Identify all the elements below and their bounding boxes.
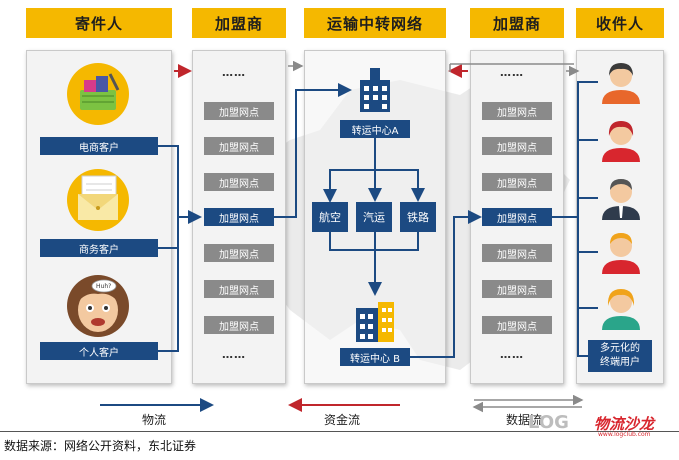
header-network: 运输中转网络	[304, 8, 446, 38]
franchise-right-outlet: 加盟网点	[482, 102, 552, 120]
mode-road: 汽运	[356, 202, 392, 232]
franchise-left-outlet: 加盟网点	[204, 102, 274, 120]
franchise-right-outlet-active: 加盟网点	[482, 208, 552, 226]
franchise-left-outlet-active: 加盟网点	[204, 208, 274, 226]
mode-rail: 铁路	[400, 202, 436, 232]
receiver-person-icon	[602, 233, 640, 274]
envelope-icon	[67, 169, 129, 231]
franchise-left-outlet: 加盟网点	[204, 244, 274, 262]
mode-air: 航空	[312, 202, 348, 232]
legend-logistics: 物流	[142, 413, 167, 427]
receiver-diverse-users: 多元化的 终端用户	[588, 340, 652, 372]
franchise-right-outlet: 加盟网点	[482, 316, 552, 334]
watermark-sub: www.logclub.com	[598, 431, 651, 438]
hub-a-building-icon	[360, 68, 390, 112]
hub-a-label: 转运中心A	[340, 120, 410, 138]
franchise-right-outlet: 加盟网点	[482, 244, 552, 262]
header-franchise-right: 加盟商	[470, 8, 564, 38]
source-note: 数据来源：网络公开资料，东北证券	[4, 439, 197, 453]
legend-data: 数据流	[506, 413, 543, 427]
shopping-basket-icon	[67, 63, 129, 125]
sender-personal-label: 个人客户	[40, 342, 158, 360]
franchise-left-outlet: 加盟网点	[204, 316, 274, 334]
franchise-right-outlet: 加盟网点	[482, 137, 552, 155]
watermark-main: 物流沙龙	[594, 415, 655, 433]
receiver-diverse-line1: 多元化的	[600, 343, 640, 354]
header-receiver: 收件人	[576, 8, 664, 38]
watermark-mark: LOG	[528, 412, 569, 433]
receiver-diverse-line2: 终端用户	[600, 357, 640, 368]
franchise-right-outlet: 加盟网点	[482, 173, 552, 191]
receiver-person-icon	[602, 121, 640, 162]
franchise-right-ellipsis-top: ……	[500, 66, 524, 79]
person-face-icon: Huh?	[67, 275, 129, 337]
franchise-left-outlet: 加盟网点	[204, 137, 274, 155]
hub-b-label: 转运中心 B	[340, 348, 410, 366]
header-sender: 寄件人	[26, 8, 172, 38]
franchise-left-ellipsis-top: ……	[222, 66, 246, 79]
sender-business-label: 商务客户	[40, 239, 158, 257]
franchise-left-ellipsis-bottom: ……	[222, 348, 246, 361]
receiver-person-icon	[602, 289, 640, 330]
franchise-right-outlet: 加盟网点	[482, 280, 552, 298]
speech-bubble-text: Huh?	[96, 283, 111, 290]
receiver-person-icon	[602, 63, 640, 104]
franchise-right-ellipsis-bottom: ……	[500, 348, 524, 361]
sender-ecommerce-label: 电商客户	[40, 137, 158, 155]
receiver-person-icon	[602, 179, 640, 220]
legend-funds: 资金流	[324, 413, 361, 427]
franchise-left-outlet: 加盟网点	[204, 280, 274, 298]
hub-b-building-icon	[356, 302, 394, 342]
footer-divider	[0, 431, 679, 432]
franchise-left-outlet: 加盟网点	[204, 173, 274, 191]
header-franchise-left: 加盟商	[192, 8, 286, 38]
